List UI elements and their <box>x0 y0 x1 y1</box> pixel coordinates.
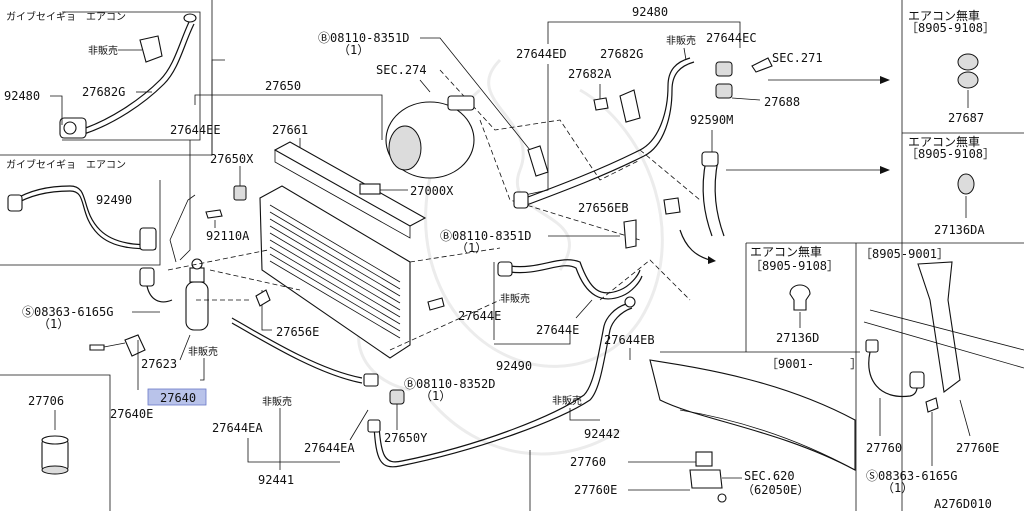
part-label-27644E-2: 27644E <box>536 323 579 337</box>
bolt-label-08110-8351D: Ⓑ08110-8351D <box>318 31 409 45</box>
box1-range: ［8905-9108］ <box>906 21 995 35</box>
part-label-27688: 27688 <box>764 95 800 109</box>
part-label-92110A: 92110A <box>206 229 250 243</box>
bolt-label-08110-8352D: Ⓑ08110-8352D <box>404 377 495 391</box>
part-label-27136DA: 27136DA <box>934 223 985 237</box>
box2-title: エアコン無車 <box>908 134 980 149</box>
grommet-icon <box>957 53 979 71</box>
topleft-assembly: ガイブセイギョ エアコン 非販売 27682G 92480 <box>4 10 197 139</box>
part-label-27000X: 27000X <box>410 184 454 198</box>
part-label-92490-left: 92490 <box>96 193 132 207</box>
part-label-27682G-top: 27682G <box>600 47 643 61</box>
box1-title: エアコン無車 <box>908 8 980 23</box>
bracket-icon <box>139 35 163 63</box>
part-label-92590M: 92590M <box>690 113 733 127</box>
receiver-dryer-icon <box>185 281 209 331</box>
bolt-label-08363: Ⓢ08363-6165G <box>22 305 113 319</box>
arrow-head-icon <box>751 57 773 73</box>
bolt-qty-box4: （1） <box>882 481 913 495</box>
part-label-27706: 27706 <box>28 394 64 408</box>
plug-icon <box>957 173 975 195</box>
part-label-92442: 92442 <box>584 427 620 441</box>
section-ref-62050E: （62050E） <box>742 483 809 497</box>
part-label-27644ED: 27644ED <box>516 47 567 61</box>
part-label-27640[interactable]: 27640 <box>160 391 196 405</box>
section-ref-274: SEC.274 <box>376 63 427 77</box>
part-label-92441: 92441 <box>258 473 294 487</box>
receiver-dryer-group: Ⓢ08363-6165G （1） 27623 非販売 27640 27640E <box>22 194 218 421</box>
part-label-27656EB: 27656EB <box>578 201 629 215</box>
nonsale-label-92442: 非販売 <box>552 394 582 407</box>
dashed-leaders <box>167 69 701 351</box>
compressor-group: Ⓑ08110-8351D （1） SEC.274 <box>318 31 549 179</box>
nonsale-label-top: 非販売 <box>666 34 696 47</box>
foam-pad-icon <box>359 183 381 195</box>
box3-title: エアコン無車 <box>750 244 822 259</box>
part-label-27650X: 27650X <box>210 152 254 166</box>
hose-92490-group: Ⓑ08110-8351D （1） 非販売 27644E 27644E 92490 <box>427 219 643 373</box>
part-label-27760: 27760 <box>570 455 606 469</box>
box3-range: ［8905-9108］ <box>750 259 839 273</box>
bumper-group: ［9001- ］ 27760 SEC.620 （62050E） 27760E <box>570 351 862 503</box>
panel-icon <box>917 261 961 393</box>
part-27706: 27706 <box>28 394 69 475</box>
bolt-qty-8352D: （1） <box>420 389 451 403</box>
part-label-27760-box: 27760 <box>866 441 902 455</box>
part-label-27760E: 27760E <box>574 483 617 497</box>
part-label-92480-top: 92480 <box>632 5 668 19</box>
part-label-27650: 27650 <box>265 79 301 93</box>
nonsale-label-92490: 非販売 <box>500 292 530 305</box>
part-label-27644EB: 27644EB <box>604 333 655 347</box>
clip-icon <box>789 284 811 311</box>
part-label-27640E: 27640E <box>110 407 153 421</box>
part-label-27623: 27623 <box>141 357 177 371</box>
range-label-9001: ［9001- ］ <box>766 357 862 371</box>
box4-range: ［8905-9001］ <box>860 247 949 261</box>
part-label-27136D: 27136D <box>776 331 819 345</box>
topleft-header: ガイブセイギョ エアコン <box>6 10 126 23</box>
nonsale-label-mid: 非販売 <box>262 395 292 408</box>
part-label-27682G: 27682G <box>82 85 125 99</box>
box2-range: ［8905-9108］ <box>906 147 995 161</box>
midleft-header: ガイブセイギョ エアコン <box>6 158 126 171</box>
bolt-label-08110-8351D-2: Ⓑ08110-8351D <box>440 229 531 243</box>
part-label-27682A: 27682A <box>568 67 612 81</box>
section-ref-620: SEC.620 <box>744 469 795 483</box>
part-label-27644EA: 27644EA <box>212 421 263 435</box>
bolt-label-box4: Ⓢ08363-6165G <box>866 469 957 483</box>
part-label-27650Y: 27650Y <box>384 431 428 445</box>
section-ref-271: SEC.271 <box>772 51 823 65</box>
part-label-27656E: 27656E <box>276 325 319 339</box>
part-label-92480: 92480 <box>4 89 40 103</box>
condenser-group: 27650 27644EE 27661 27650X 92110A 27000X… <box>170 79 495 487</box>
seal-bar-icon <box>273 141 427 227</box>
part-label-27661: 27661 <box>272 123 308 137</box>
pipe-92442-group: 27644EB 非販売 92442 <box>367 296 655 511</box>
part-label-27644EC: 27644EC <box>706 31 757 45</box>
upper-pipe-group: 92480 27644ED 27682G 非販売 27644EC SEC.271… <box>513 5 890 264</box>
bolt-qty: （1） <box>38 317 69 331</box>
part-label-27644EA-2: 27644EA <box>304 441 355 455</box>
right-boxes: エアコン無車 ［8905-9108］ 27687 エアコン無車 ［8905-91… <box>745 0 1024 511</box>
inset-frames <box>0 0 225 511</box>
bolt-qty-8351D-2: （1） <box>456 241 487 255</box>
midleft-assembly: ガイブセイギョ エアコン 92490 <box>6 158 157 251</box>
part-label-27644EE: 27644EE <box>170 123 221 137</box>
highlight-27640 <box>147 388 207 406</box>
part-label-27760E-box: 27760E <box>956 441 999 455</box>
part-label-27644E: 27644E <box>458 309 501 323</box>
nonsale-label-27640: 非販売 <box>188 345 218 358</box>
nonsale-label: 非販売 <box>88 44 118 57</box>
diagram-code: A276D010 <box>934 497 992 511</box>
part-label-27687: 27687 <box>948 111 984 125</box>
bumper-icon <box>649 359 856 471</box>
part-label-92490: 92490 <box>496 359 532 373</box>
bolt-qty-8351D: （1） <box>338 43 369 57</box>
